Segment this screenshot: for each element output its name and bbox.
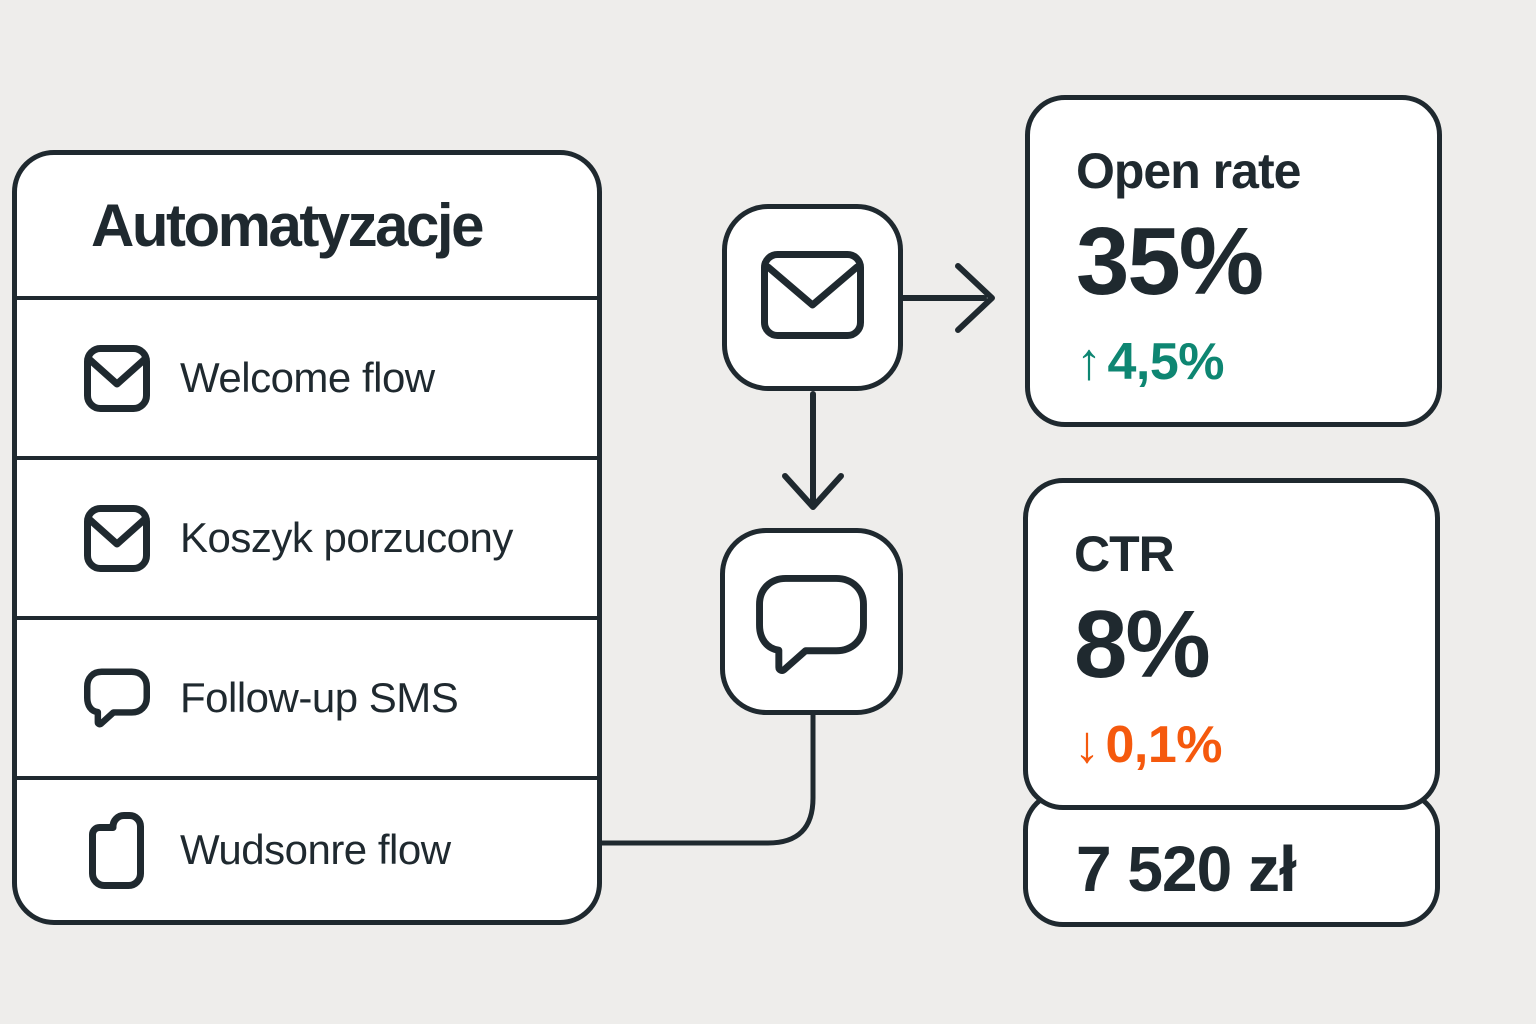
metric-value: 8% xyxy=(1074,591,1211,698)
open-rate-card: Open rate 35% ↑ 4,5% xyxy=(1025,95,1442,427)
panel-header: Automatyzacje xyxy=(17,155,597,296)
list-item-koszyk-porzucony[interactable]: Koszyk porzucony xyxy=(17,456,597,616)
metric-label: Open rate xyxy=(1076,143,1301,199)
metric-value: 35% xyxy=(1076,208,1264,315)
list-item-wudsonre-flow[interactable]: Wudsonre flow xyxy=(17,776,597,920)
chat-bubble-icon xyxy=(83,667,150,729)
envelope-icon xyxy=(761,251,864,344)
metric-label: CTR xyxy=(1074,526,1175,582)
arrow-down xyxy=(782,391,844,510)
chat-bubble-icon xyxy=(756,565,867,679)
envelope-icon xyxy=(83,344,150,412)
list-item-label: Follow-up SMS xyxy=(180,674,459,721)
list-item-welcome-flow[interactable]: Welcome flow xyxy=(17,296,597,456)
document-icon xyxy=(83,811,150,889)
email-flow-node[interactable] xyxy=(722,204,903,391)
revenue-value: 7 520 zł xyxy=(1076,833,1297,905)
list-item-label: Koszyk porzucony xyxy=(180,514,513,561)
connector-line xyxy=(602,713,816,846)
revenue-card: 7 520 zł xyxy=(1023,790,1440,927)
arrow-up-icon: ↑ xyxy=(1076,333,1102,391)
arrow-down-icon: ↓ xyxy=(1074,716,1100,774)
ctr-card: CTR 8% ↓ 0,1% xyxy=(1023,478,1440,810)
panel-title: Automatyzacje xyxy=(91,192,484,259)
automations-panel: Automatyzacje Welcome flow Koszyk porzuc… xyxy=(12,150,602,925)
list-item-label: Welcome flow xyxy=(180,354,435,401)
metric-delta: ↑ 4,5% xyxy=(1076,336,1391,388)
sms-flow-node[interactable] xyxy=(720,528,903,715)
list-item-label: Wudsonre flow xyxy=(180,826,451,873)
arrow-right xyxy=(900,263,995,333)
metric-delta-value: 4,5% xyxy=(1107,333,1225,391)
list-item-follow-up-sms[interactable]: Follow-up SMS xyxy=(17,616,597,776)
metric-delta-value: 0,1% xyxy=(1105,716,1223,774)
metric-delta: ↓ 0,1% xyxy=(1074,719,1389,771)
envelope-icon xyxy=(83,504,150,572)
